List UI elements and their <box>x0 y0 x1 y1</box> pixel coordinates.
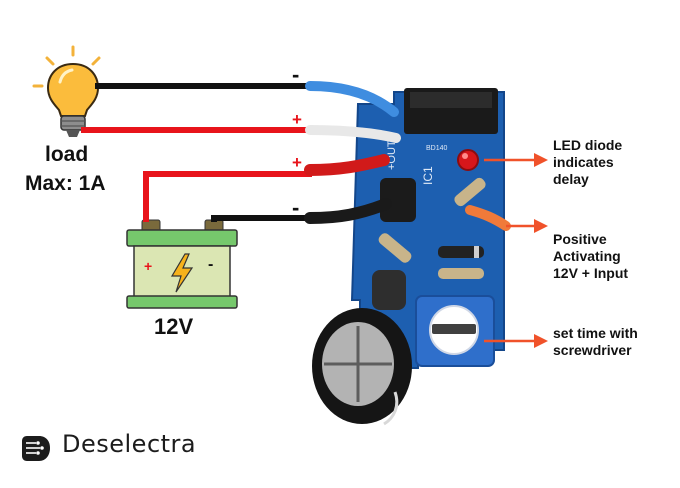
load-positive-sign: + <box>292 110 302 129</box>
annotation-led: LED diode indicates delay <box>553 137 673 188</box>
ceramic-capacitor <box>372 270 406 310</box>
led-diode <box>457 149 479 171</box>
battery-negative-wire <box>211 198 392 224</box>
arrow-input <box>506 219 548 233</box>
annotation-led-line: LED diode <box>553 137 623 153</box>
annotation-pot-line: set time with <box>553 325 638 341</box>
annotation-input: Positive Activating 12V + Input <box>553 231 673 282</box>
input-positive-wire <box>143 154 390 222</box>
battery-minus-mark: - <box>208 256 214 273</box>
diode <box>438 246 484 258</box>
activation-input-wire <box>465 205 511 231</box>
annotation-led-line: indicates <box>553 154 614 170</box>
arrow-led <box>484 153 548 167</box>
load-max-rating: Max: 1A <box>25 172 106 195</box>
arrow-pot <box>484 334 548 348</box>
light-bulb-icon <box>32 45 114 137</box>
annotation-pot-line: screwdriver <box>553 342 632 358</box>
brand-logo-icon <box>22 436 50 461</box>
transistor <box>380 178 416 222</box>
electrolytic-capacitor <box>312 308 412 426</box>
battery-voltage-label: 12V <box>154 314 194 339</box>
input-positive-sign: + <box>292 153 302 172</box>
annotation-pot: set time with screwdriver <box>553 325 673 359</box>
annotation-led-line: delay <box>553 171 589 187</box>
annotation-input-line: Positive <box>553 231 607 247</box>
load-positive-wire <box>81 125 401 143</box>
svg-text:+OUT: +OUT <box>386 140 398 170</box>
brand-name: Deselectra <box>62 430 197 458</box>
battery-negative-sign: - <box>292 195 300 220</box>
annotation-input-line: 12V + Input <box>553 265 629 281</box>
delay-timer-module: +OUT IC1 BD140 <box>312 88 505 426</box>
battery-icon <box>126 219 238 309</box>
load-negative-sign: - <box>292 62 300 87</box>
annotation-input-line: Activating <box>553 248 621 264</box>
svg-text:BD140: BD140 <box>426 145 448 152</box>
potentiometer <box>415 295 495 367</box>
battery-plus-mark: + <box>144 258 153 274</box>
load-title: load <box>45 143 89 166</box>
resistor <box>378 177 486 279</box>
load-negative-wire <box>95 81 399 117</box>
svg-text:IC1: IC1 <box>421 166 435 185</box>
